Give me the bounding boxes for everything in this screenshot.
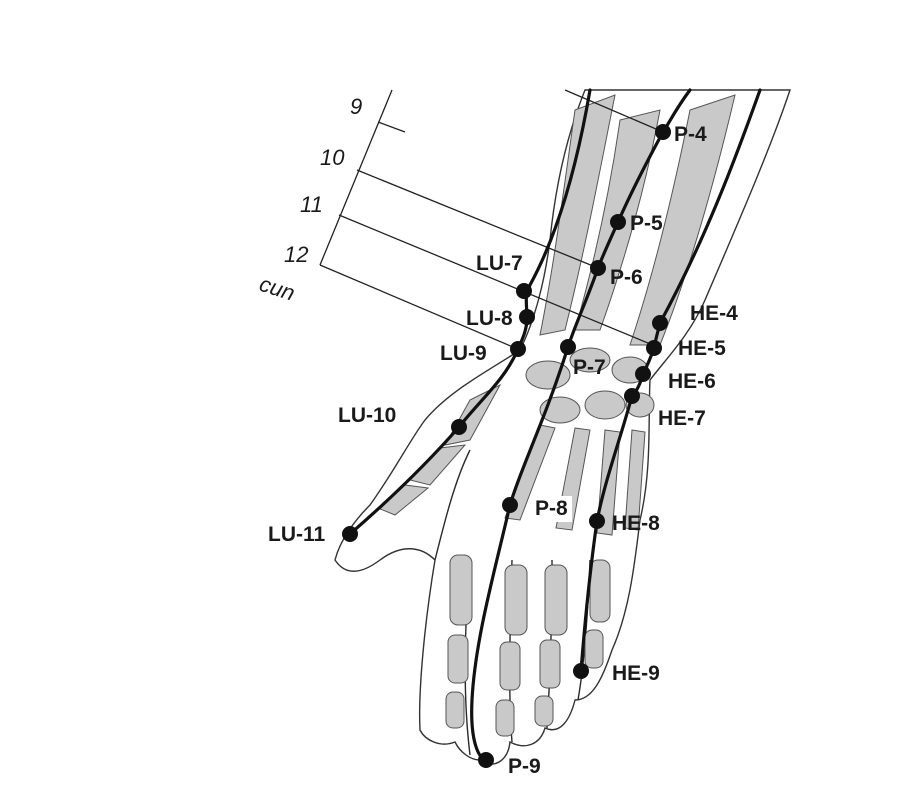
scale-label-12: 12: [284, 242, 308, 267]
point-p8: [502, 497, 518, 513]
point-p5: [610, 214, 626, 230]
point-p6: [590, 260, 606, 276]
point-lu11: [342, 526, 358, 542]
label-he5: HE-5: [678, 337, 726, 360]
label-lu8: LU-8: [466, 307, 513, 330]
point-lu7: [516, 283, 532, 299]
label-he9: HE-9: [612, 662, 660, 685]
label-p8: P-8: [535, 497, 568, 520]
label-he4: HE-4: [690, 302, 738, 325]
scale-label-10: 10: [320, 145, 345, 170]
point-he6: [635, 366, 651, 382]
point-lu10: [451, 419, 467, 435]
point-he8: [589, 513, 605, 529]
label-p7: P-7: [573, 356, 606, 379]
point-lu8: [519, 309, 535, 325]
label-lu7: LU-7: [476, 252, 523, 275]
point-he5: [646, 340, 662, 356]
scale-tick-9: [377, 121, 406, 133]
label-he6: HE-6: [668, 370, 716, 393]
scale-label-11: 11: [300, 192, 323, 217]
scale-axis: [319, 89, 393, 266]
label-p5: P-5: [630, 212, 663, 235]
label-p6: P-6: [610, 266, 643, 289]
label-p4: P-4: [674, 123, 707, 146]
label-p9: P-9: [508, 755, 541, 778]
scale-guide-10: [356, 169, 599, 269]
label-lu11: LU-11: [268, 523, 326, 546]
label-lu10: LU-10: [338, 404, 396, 427]
point-he9: [573, 663, 589, 679]
scale-label-9: 9: [350, 94, 362, 119]
point-labels: P-4 P-5 P-6 P-7 P-8 P-9 LU-7 LU-8 LU-9 L…: [268, 123, 738, 778]
label-he8: HE-8: [612, 512, 660, 535]
lung-meridian-line: [348, 88, 592, 536]
label-lu9: LU-9: [440, 342, 487, 365]
point-he4: [652, 315, 668, 331]
point-p9: [478, 752, 494, 768]
point-he7: [624, 388, 640, 404]
scale-unit-label: cun: [256, 271, 297, 306]
scale-guide-11: [338, 214, 661, 349]
point-p4: [655, 124, 671, 140]
acupoints: [342, 124, 671, 768]
label-he7: HE-7: [658, 407, 706, 430]
point-lu9: [510, 341, 526, 357]
scale-guide-top: [564, 89, 664, 133]
scale-guide-12: [319, 264, 521, 351]
point-p7: [560, 339, 576, 355]
